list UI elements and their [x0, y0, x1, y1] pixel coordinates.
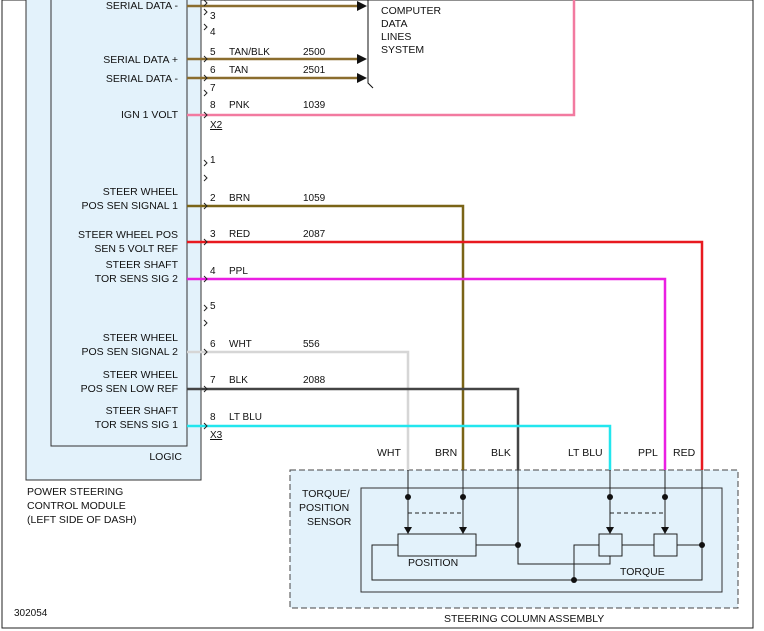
- sensor-wire-label: PPL: [638, 447, 658, 459]
- diagram-id: 302054: [14, 608, 48, 619]
- x3-pin-number: 5: [210, 301, 216, 312]
- sensor-name-line-2: POSITION: [299, 502, 349, 514]
- x3-signal-label: POS SEN SIGNAL 1: [82, 200, 179, 212]
- wire-lt-blu: [187, 424, 612, 470]
- wire-pnk: [187, 0, 576, 117]
- computer-system-line-1: COMPUTER: [381, 5, 442, 17]
- x3-pin-number: 4: [210, 266, 216, 277]
- x2-wire-color: TAN: [229, 65, 248, 76]
- x3-signal-label: STEER SHAFT: [106, 259, 179, 271]
- x3-signal-label: STEER SHAFT: [106, 405, 179, 417]
- torque-label: TORQUE: [620, 566, 665, 578]
- arrow-head: [404, 527, 412, 534]
- computer-data-lines-bracket: [367, 0, 374, 89]
- x3-signal-label: POS SEN SIGNAL 2: [82, 346, 179, 358]
- x2-circuit-number: 2501: [303, 65, 326, 76]
- x3-circuit-number: 2087: [303, 229, 326, 240]
- sensor-wire-label: BLK: [491, 447, 511, 459]
- x3-signal-label: STEER WHEEL: [103, 332, 178, 344]
- arrow-head: [459, 527, 467, 534]
- wire-wht: [187, 350, 410, 470]
- torque-element-2: [653, 533, 678, 557]
- x2-pin-number: 5: [210, 47, 216, 58]
- x3-wire-color: RED: [229, 229, 250, 240]
- computer-system-line-4: SYSTEM: [381, 44, 424, 56]
- x3-signal-label: STEER WHEEL: [103, 369, 178, 381]
- pin-marks: [203, 0, 208, 430]
- connector-x2-label: X2: [210, 120, 223, 131]
- wire-blk: [187, 387, 520, 470]
- top-partial-signal: SERIAL DATA -: [106, 0, 179, 12]
- wire-brn: [187, 204, 465, 470]
- x3-signal-label: TOR SENS SIG 2: [95, 273, 178, 285]
- wire-ppl: [187, 277, 667, 470]
- sensor-wire-label: RED: [673, 447, 696, 459]
- x2-pin-number: 4: [210, 27, 216, 38]
- arrow-head: [661, 527, 669, 534]
- logic-label: LOGIC: [149, 451, 182, 463]
- splice-dots: [405, 494, 705, 583]
- x3-wire-color: PPL: [229, 266, 248, 277]
- computer-system-line-3: LINES: [381, 31, 411, 43]
- sensor-name-line-1: TORQUE/: [302, 488, 350, 500]
- x3-pin-number: 6: [210, 339, 216, 350]
- torque-element-1: [598, 533, 623, 557]
- x2-wire-color: PNK: [229, 100, 250, 111]
- x3-wire-color: LT BLU: [229, 412, 262, 423]
- x3-signal-label: TOR SENS SIG 1: [95, 419, 178, 431]
- x3-signal-label: STEER WHEEL POS: [78, 229, 178, 241]
- x3-pin-number: 7: [210, 375, 216, 386]
- x2-circuit-number: 2500: [303, 47, 326, 58]
- x3-wire-color: WHT: [229, 339, 252, 350]
- module-name-line-1: POWER STEERING: [27, 486, 123, 498]
- x3-signal-label: STEER WHEEL: [103, 186, 178, 198]
- computer-system-line-2: DATA: [381, 18, 407, 30]
- x2-signal-label: SERIAL DATA -: [106, 73, 179, 85]
- wire-red: [187, 240, 704, 470]
- x3-pin-number: 1: [210, 155, 216, 166]
- x3-circuit-number: 556: [303, 339, 320, 350]
- arrow-head: [606, 527, 614, 534]
- x2-signal-label: SERIAL DATA +: [103, 54, 178, 66]
- module-name-line-3: (LEFT SIDE OF DASH): [27, 514, 137, 526]
- x3-wire-color: BRN: [229, 193, 250, 204]
- arrow-head: [357, 73, 367, 83]
- position-label: POSITION: [408, 557, 458, 569]
- sensor-name-line-3: SENSOR: [307, 516, 352, 528]
- x3-pin-number: 2: [210, 193, 216, 204]
- x2-pin-number: 7: [210, 83, 216, 94]
- sensor-wire-label: WHT: [377, 447, 401, 459]
- sensor-wire-label: BRN: [435, 447, 457, 459]
- sensor-wire-label: LT BLU: [568, 447, 603, 459]
- x3-pin-number: 8: [210, 412, 216, 423]
- x3-wire-color: BLK: [229, 375, 248, 386]
- steering-column-assembly-label: STEERING COLUMN ASSEMBLY: [444, 613, 604, 625]
- x3-signal-label: SEN 5 VOLT REF: [94, 243, 178, 255]
- sensor-internals: [371, 470, 703, 581]
- x2-circuit-number: 1039: [303, 100, 326, 111]
- x3-circuit-number: 1059: [303, 193, 326, 204]
- x2-pin-number: 8: [210, 100, 216, 111]
- position-element: [397, 533, 477, 557]
- x2-signal-label: IGN 1 VOLT: [121, 109, 179, 121]
- x2-pin-number: 6: [210, 65, 216, 76]
- x2-wire-color: TAN/BLK: [229, 47, 270, 58]
- logic-box: [50, 0, 188, 447]
- x2-pin-number: 3: [210, 11, 216, 22]
- arrow-head: [357, 54, 367, 64]
- x3-circuit-number: 2088: [303, 375, 326, 386]
- arrow-head: [357, 1, 367, 11]
- x3-pin-number: 3: [210, 229, 216, 240]
- module-name-line-2: CONTROL MODULE: [27, 500, 126, 512]
- x3-signal-label: POS SEN LOW REF: [81, 383, 178, 395]
- connector-x3-label: X3: [210, 430, 223, 441]
